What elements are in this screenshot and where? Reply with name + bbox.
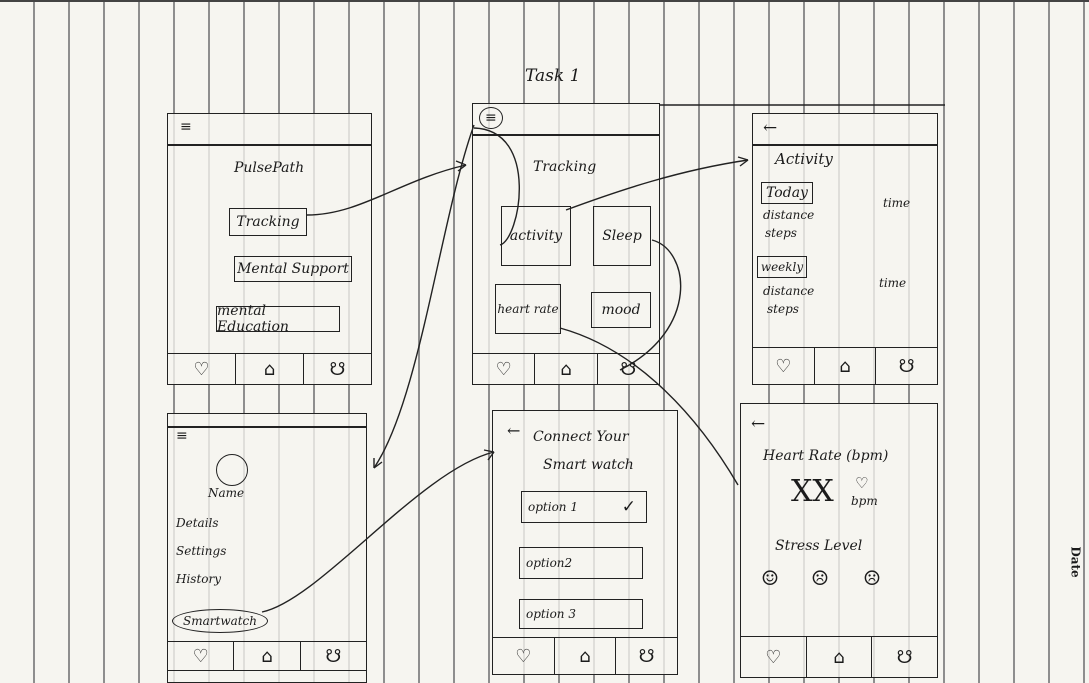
option-1[interactable]: option 1 ✓ [521,491,647,523]
sleep-tile[interactable]: Sleep [593,206,651,266]
avatar [216,454,248,486]
bottom-nav: ♡ ⌂ ☋ [168,641,366,671]
connect-heading-line2: Smart watch [543,457,634,473]
home-icon[interactable]: ⌂ [807,637,873,677]
weekly-label: weekly [760,260,804,274]
heart-icon[interactable]: ♡ [473,354,536,384]
home-icon[interactable]: ⌂ [234,642,301,670]
happy-face-icon[interactable]: ☺ [761,566,779,590]
option-2-label: option2 [526,556,573,570]
bottom-nav: ♡ ⌂ ☋ [493,637,677,674]
arrow-menu-to-profile [373,124,475,469]
app-name: PulsePath [234,160,305,176]
stress-level-label: Stress Level [775,538,863,554]
arrow-activity-to-activity-screen [565,159,749,211]
heart-rate-value: XX [791,474,834,509]
mental-education-label: mental Education [217,303,289,335]
weekly-steps: steps [767,302,799,316]
heart-icon[interactable]: ♡ [493,638,555,674]
brain-icon[interactable]: ☋ [898,355,915,377]
heart-rate-unit: bpm [851,494,878,508]
profile-name: Name [208,486,245,500]
heart-icon: ♡ [855,474,869,492]
today-distance: distance [763,208,815,222]
heart-icon[interactable]: ♡ [168,354,236,384]
option-2[interactable]: option2 [519,547,643,579]
back-arrow-icon[interactable]: ← [507,421,521,440]
heart-rate-screen: ← Heart Rate (bpm) XX ♡ bpm Stress Level… [740,403,938,678]
weekly-distance: distance [763,284,815,298]
tracking-heading: Tracking [533,159,597,175]
option-3-label: option 3 [526,607,576,621]
mental-education-button[interactable]: mental Education [216,303,340,335]
connect-screen: ← Connect Your Smart watch option 1 ✓ op… [492,410,678,675]
activity-screen: ← Activity Today distance steps time wee… [752,113,938,385]
activity-tile[interactable]: activity [501,206,571,266]
activity-heading: Activity [775,150,833,168]
menu-item-settings[interactable]: Settings [176,544,227,558]
heart-icon[interactable]: ♡ [168,642,235,670]
bottom-nav: ♡ ⌂ ☋ [753,347,937,384]
tracking-button[interactable]: Tracking [229,208,307,236]
neutral-face-icon[interactable]: ☹ [811,566,829,590]
menu-item-smartwatch[interactable]: Smartwatch [172,609,269,633]
weekly-tab[interactable]: weekly [757,256,807,278]
heart-rate-tile[interactable]: heart rate [495,284,561,334]
today-steps: steps [765,226,797,240]
mental-support-label: Mental Support [237,261,349,277]
home-icon[interactable]: ⌂ [815,348,877,384]
page-top-border [0,0,1089,2]
today-label: Today [766,185,808,201]
menu-icon[interactable]: ≡ [176,428,188,444]
brain-icon[interactable]: ☋ [896,646,913,668]
home-top-bar-divider [168,144,371,146]
mood-tile[interactable]: mood [591,292,651,328]
sad-face-icon[interactable]: ☹ [863,566,881,590]
back-arrow-icon[interactable]: ← [751,414,766,434]
arrow-heart-rate-to-heart-screen [559,327,739,486]
arrow-sleep-loop [619,239,682,371]
heart-rate-tile-label: heart rate [497,302,559,316]
menu-icon[interactable]: ≡ [180,119,192,135]
home-screen: ≡ PulsePath Tracking Mental Support ment… [167,113,372,385]
home-icon[interactable]: ⌂ [555,638,617,674]
menu-item-history[interactable]: History [176,572,222,586]
menu-icon[interactable]: ≡ [479,107,503,129]
activity-top-bar-divider [753,144,937,146]
weekly-time: time [879,276,907,290]
today-tab[interactable]: Today [761,182,813,204]
heart-icon[interactable]: ♡ [753,348,815,384]
bottom-nav: ♡ ⌂ ☋ [168,353,371,384]
bottom-nav: ♡ ⌂ ☋ [741,636,937,677]
menu-item-details[interactable]: Details [176,516,219,530]
arrow-tracking-to-tracking-screen [306,164,467,216]
profile-top-bar-divider [168,426,366,428]
option-3[interactable]: option 3 [519,599,643,629]
option-1-label: option 1 [528,500,578,514]
brain-icon[interactable]: ☋ [638,645,655,667]
tracking-top-bar-divider [473,134,659,136]
checkmark-icon: ✓ [621,497,636,517]
heart-icon[interactable]: ♡ [741,637,807,677]
arrow-menu-loop [473,127,520,246]
brain-icon[interactable]: ☋ [329,358,346,380]
activity-tile-label: activity [509,228,563,244]
tracking-button-label: Tracking [236,214,300,230]
today-time: time [883,196,911,210]
home-icon[interactable]: ⌂ [236,354,304,384]
profile-screen: ≡ Name Details Settings History Smartwat… [167,413,367,683]
mood-tile-label: mood [601,302,641,318]
home-icon[interactable]: ⌂ [535,354,598,384]
mental-support-button[interactable]: Mental Support [234,256,352,282]
back-arrow-icon[interactable]: ← [763,118,778,138]
brain-icon[interactable]: ☋ [325,645,342,667]
sleep-tile-label: Sleep [602,228,642,244]
page-title: Task 1 [525,66,581,86]
arrow-smartwatch-to-connect [261,451,495,613]
heart-rate-heading: Heart Rate (bpm) [763,448,889,464]
connect-heading-line1: Connect Your [533,429,629,445]
